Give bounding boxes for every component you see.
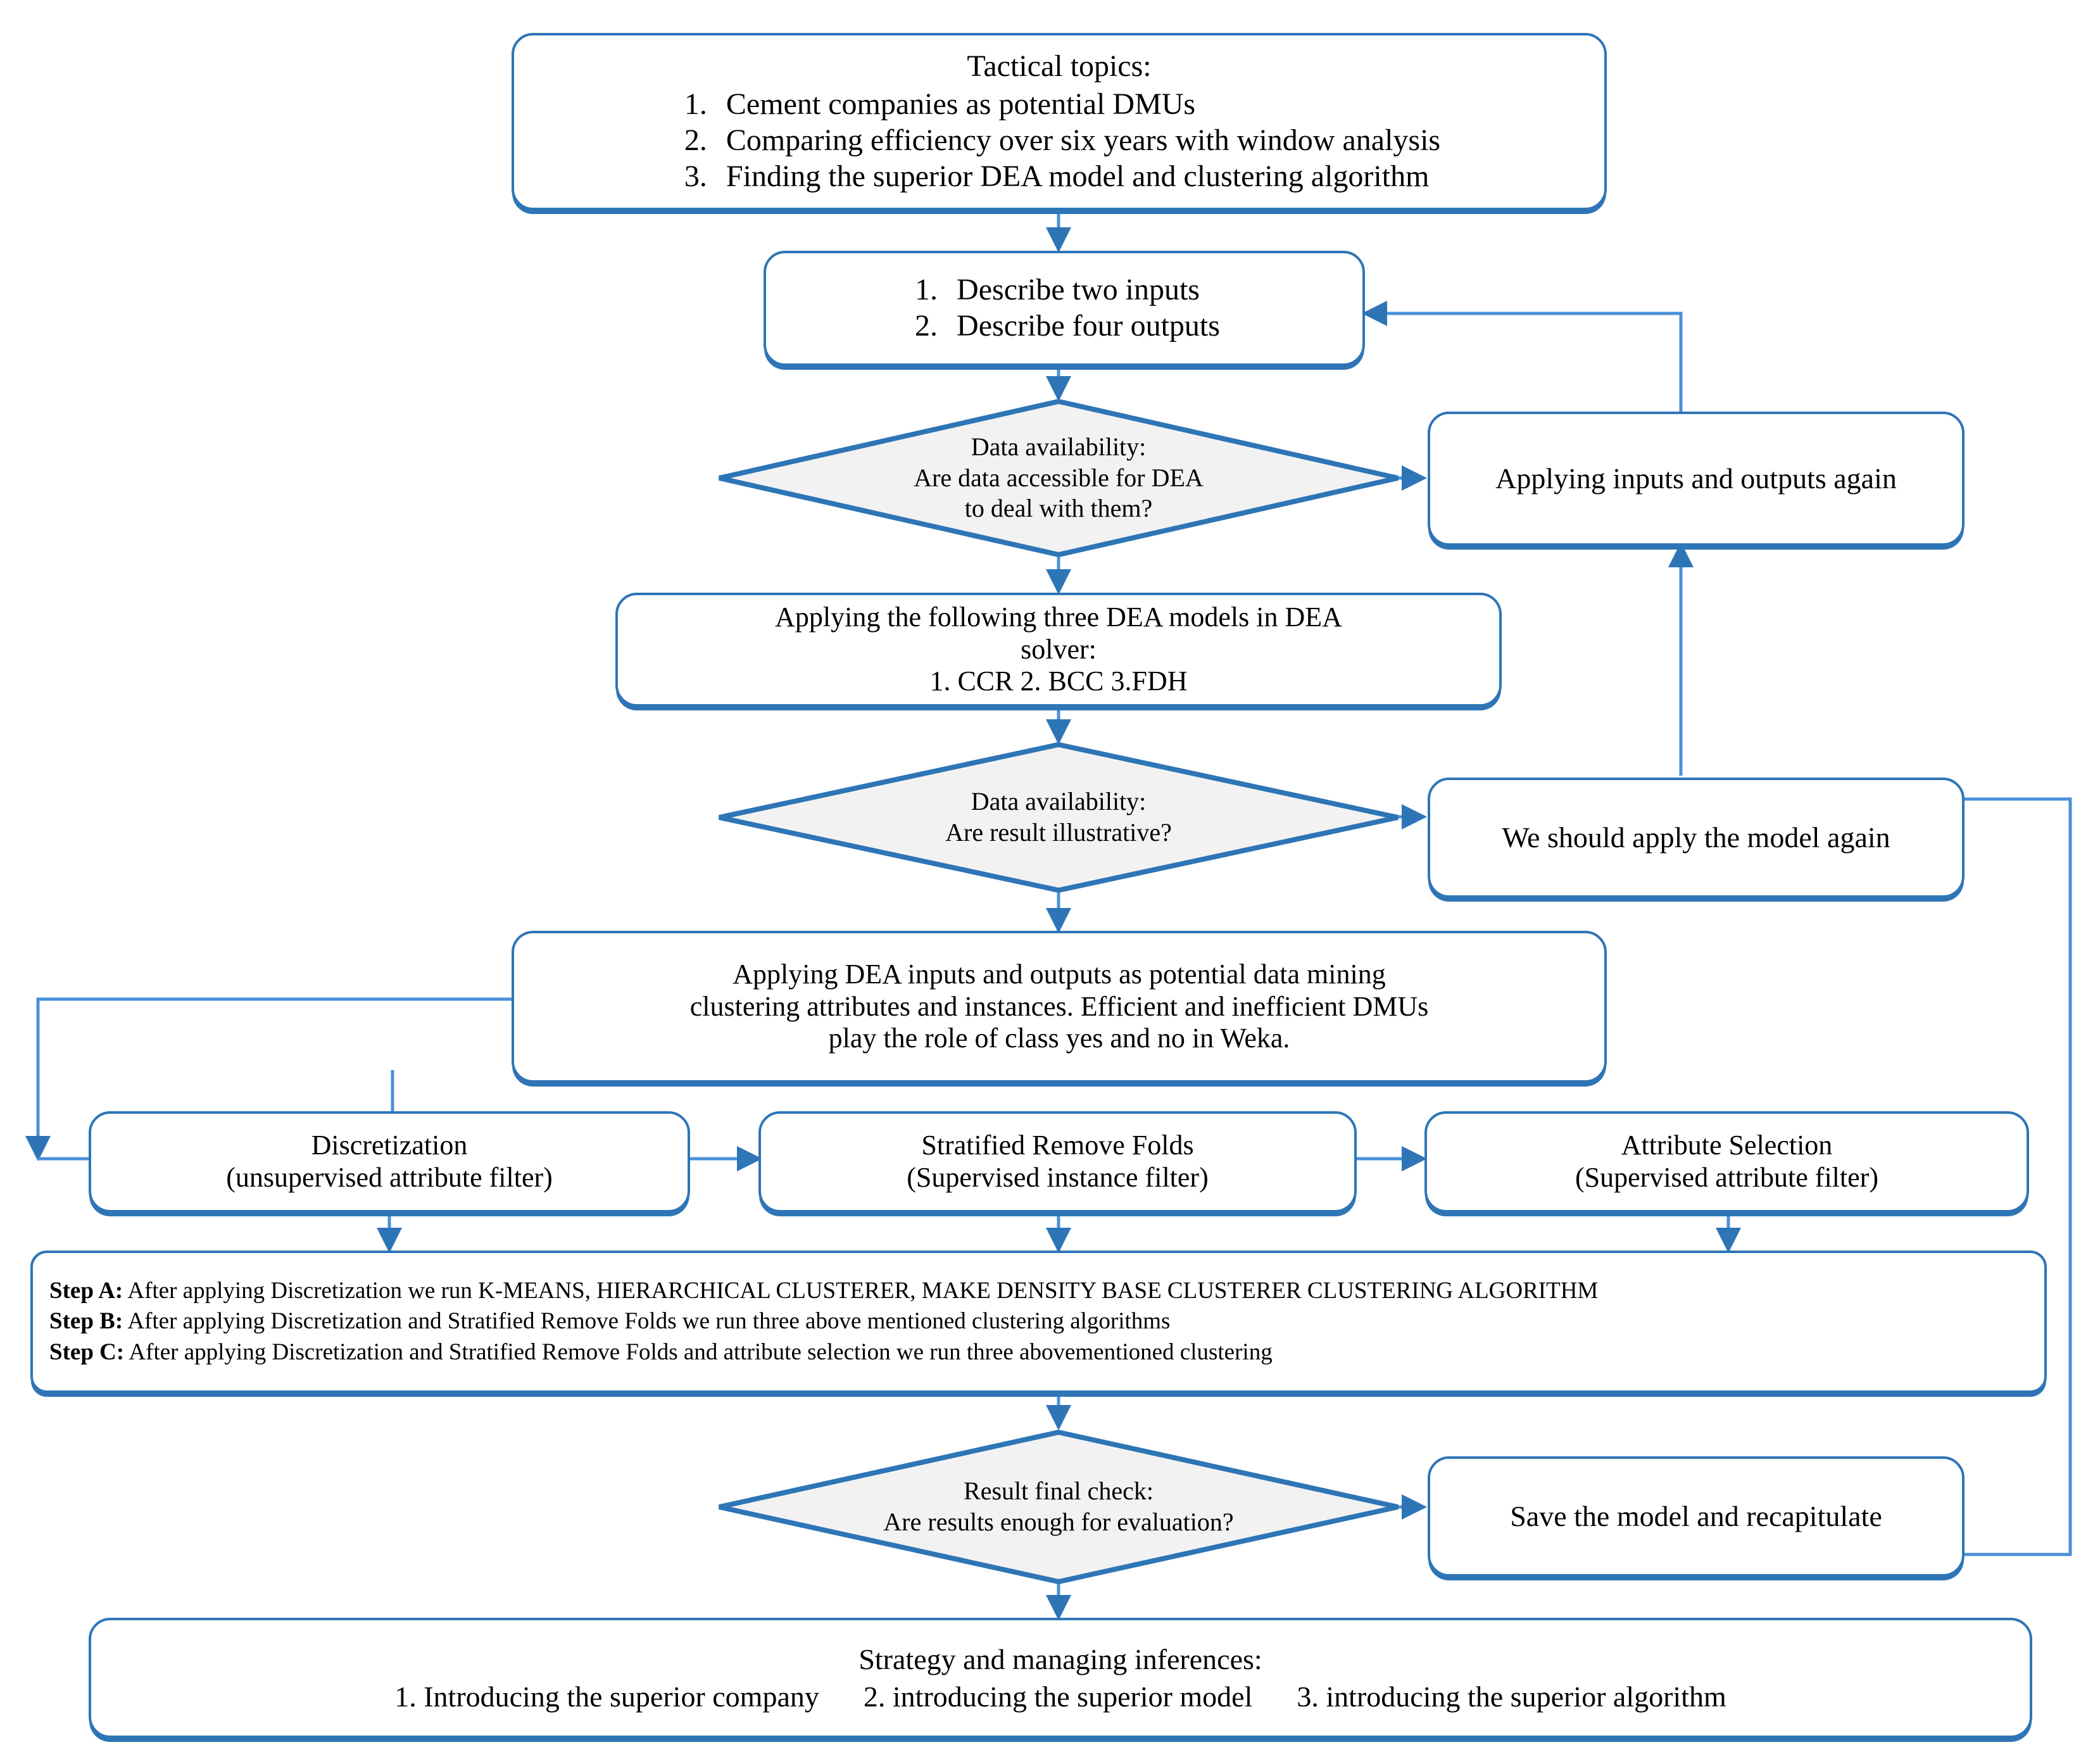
strategy-heading: Strategy and managing inferences: bbox=[858, 1642, 1262, 1675]
node-apply-model-again[interactable]: We should apply the model again bbox=[1428, 778, 1965, 898]
node-describe-inputs-outputs[interactable]: 1. Describe two inputs 2. Describe four … bbox=[764, 251, 1365, 366]
decision-3-line1: Result final check: bbox=[964, 1477, 1154, 1506]
strategy-item: 2. introducing the superior model bbox=[863, 1680, 1253, 1713]
step-a-text: After applying Discretization we run K-M… bbox=[123, 1278, 1599, 1304]
tactical-topics-item: 2. Comparing efficiency over six years w… bbox=[684, 123, 1441, 157]
node-dea-models[interactable]: Applying the following three DEA models … bbox=[615, 593, 1502, 707]
describe-io-item: 1. Describe two inputs bbox=[915, 273, 1200, 307]
node-apply-inputs-outputs-again[interactable]: Applying inputs and outputs again bbox=[1428, 412, 1965, 546]
tactical-topics-item: 1. Cement companies as potential DMUs bbox=[684, 87, 1196, 122]
node-tactical-topics[interactable]: Tactical topics: 1. Cement companies as … bbox=[512, 33, 1607, 210]
decision-3-line2: Are results enough for evaluation? bbox=[883, 1508, 1234, 1536]
decision-2-line2: Are result illustrative? bbox=[945, 818, 1172, 847]
discretization-line2: (unsupervised attribute filter) bbox=[226, 1162, 553, 1193]
decision-2-line1: Data availability: bbox=[971, 787, 1147, 816]
step-b-line: Step B: After applying Discretization an… bbox=[49, 1306, 2028, 1337]
step-c-label: Step C: bbox=[49, 1339, 125, 1365]
node-dea-mining[interactable]: Applying DEA inputs and outputs as poten… bbox=[512, 931, 1607, 1083]
dea-mining-line3: play the role of class yes and no in Wek… bbox=[828, 1023, 1290, 1054]
dea-models-line2: solver: bbox=[1021, 633, 1097, 665]
step-b-text: After applying Discretization and Strati… bbox=[123, 1308, 1171, 1335]
describe-io-item: 2. Describe four outputs bbox=[915, 309, 1220, 343]
decision-1-line1: Data availability: bbox=[971, 432, 1147, 461]
node-attribute-selection[interactable]: Attribute Selection (Supervised attribut… bbox=[1424, 1111, 2029, 1213]
save-model-label: Save the model and recapitulate bbox=[1510, 1500, 1882, 1533]
step-c-text: After applying Discretization and Strati… bbox=[124, 1339, 1273, 1365]
attribute-selection-line2: (Supervised attribute filter) bbox=[1575, 1162, 1878, 1193]
node-decision-result-illustrative[interactable]: Data availability: Are result illustrati… bbox=[717, 741, 1400, 893]
step-c-line: Step C: After applying Discretization an… bbox=[49, 1337, 2028, 1368]
discretization-line1: Discretization bbox=[311, 1130, 468, 1161]
node-steps-abc[interactable]: Step A: After applying Discretization we… bbox=[30, 1251, 2047, 1393]
step-a-label: Step A: bbox=[49, 1278, 123, 1304]
node-decision-data-availability[interactable]: Data availability: Are data accessible f… bbox=[717, 398, 1400, 558]
strategy-item: 3. introducing the superior algorithm bbox=[1297, 1680, 1726, 1713]
apply-io-again-label: Applying inputs and outputs again bbox=[1495, 462, 1897, 495]
node-strategy-inferences[interactable]: Strategy and managing inferences: 1. Int… bbox=[89, 1618, 2032, 1738]
node-save-model[interactable]: Save the model and recapitulate bbox=[1428, 1456, 1965, 1577]
decision-1-line2: Are data accessible for DEA bbox=[914, 463, 1204, 492]
step-a-line: Step A: After applying Discretization we… bbox=[49, 1276, 2028, 1306]
stratified-line1: Stratified Remove Folds bbox=[921, 1130, 1194, 1161]
node-stratified-remove-folds[interactable]: Stratified Remove Folds (Supervised inst… bbox=[758, 1111, 1357, 1213]
strategy-item: 1. Introducing the superior company bbox=[394, 1680, 819, 1713]
tactical-topics-heading: Tactical topics: bbox=[967, 49, 1152, 83]
step-b-label: Step B: bbox=[49, 1308, 123, 1335]
apply-model-again-label: We should apply the model again bbox=[1502, 821, 1890, 854]
stratified-line2: (Supervised instance filter) bbox=[907, 1162, 1209, 1193]
attribute-selection-line1: Attribute Selection bbox=[1621, 1130, 1833, 1161]
dea-mining-line2: clustering attributes and instances. Eff… bbox=[689, 990, 1429, 1022]
dea-models-line3: 1. CCR 2. BCC 3.FDH bbox=[929, 665, 1188, 697]
node-decision-final-check[interactable]: Result final check: Are results enough f… bbox=[717, 1429, 1400, 1585]
decision-1-line3: to deal with them? bbox=[964, 494, 1153, 523]
dea-models-line1: Applying the following three DEA models … bbox=[775, 602, 1342, 633]
node-discretization[interactable]: Discretization (unsupervised attribute f… bbox=[89, 1111, 690, 1213]
dea-mining-line1: Applying DEA inputs and outputs as poten… bbox=[732, 959, 1386, 990]
tactical-topics-item: 3. Finding the superior DEA model and cl… bbox=[684, 159, 1430, 193]
